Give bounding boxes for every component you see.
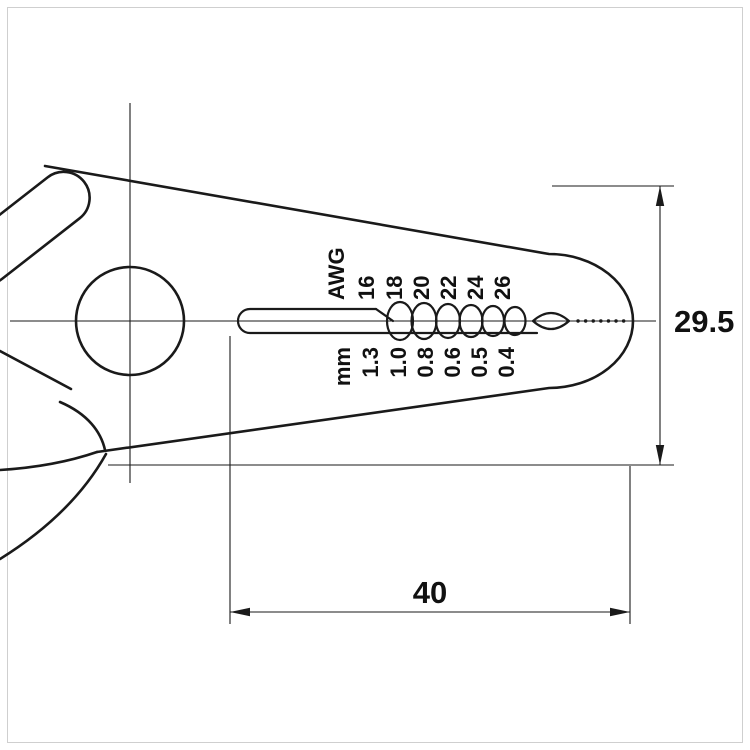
mm-unit-label: mm: [330, 347, 355, 386]
awg-value-label: 26: [490, 276, 515, 300]
length-dimension-label: 40: [413, 575, 447, 610]
mm-value-label: 0.8: [413, 347, 438, 378]
awg-scale-labels: AWG 16 18 20 22 24 26: [324, 247, 515, 300]
arrowhead-down: [655, 445, 665, 465]
mm-value-label: 0.4: [494, 346, 519, 377]
awg-value-label: 18: [382, 276, 407, 300]
mm-value-label: 0.6: [440, 347, 465, 378]
length-dimension: 40: [229, 336, 631, 624]
awg-value-label: 22: [436, 276, 461, 300]
handle-lower-edge: [0, 452, 108, 561]
tool-head: [0, 164, 635, 561]
handle-cutout: [0, 170, 91, 286]
handle-edge-line: [0, 349, 73, 391]
mm-value-label: 1.3: [358, 347, 383, 378]
mm-value-label: 1.0: [386, 347, 411, 378]
stripping-slot: [236, 300, 631, 342]
tool-head-outline: [43, 164, 635, 454]
tip-notch: [531, 311, 571, 331]
awg-value-label: 24: [463, 275, 488, 300]
arrowhead-left: [230, 607, 250, 617]
arrowhead-up: [655, 186, 665, 206]
handle-details: [0, 349, 108, 561]
groove-awg-16: [385, 300, 415, 342]
mm-value-label: 0.5: [467, 347, 492, 378]
height-dimension: 29.5: [108, 185, 734, 466]
slot-entry-chamfer: [374, 307, 395, 323]
mm-scale-labels: mm 1.3 1.0 0.8 0.6 0.5 0.4: [330, 346, 519, 386]
height-dimension-label: 29.5: [674, 304, 734, 339]
awg-unit-label: AWG: [324, 247, 349, 300]
lower-jaw-edge: [0, 450, 99, 472]
arrowhead-right: [610, 607, 630, 617]
stripping-grooves: [385, 300, 527, 342]
slot-edges: [236, 307, 539, 335]
centerlines: [10, 103, 656, 483]
awg-value-label: 20: [409, 276, 434, 300]
groove-awg-26: [503, 305, 527, 337]
jaw-inner-curve: [58, 400, 107, 452]
awg-value-label: 16: [354, 276, 379, 300]
pivot-hole: [74, 265, 186, 377]
